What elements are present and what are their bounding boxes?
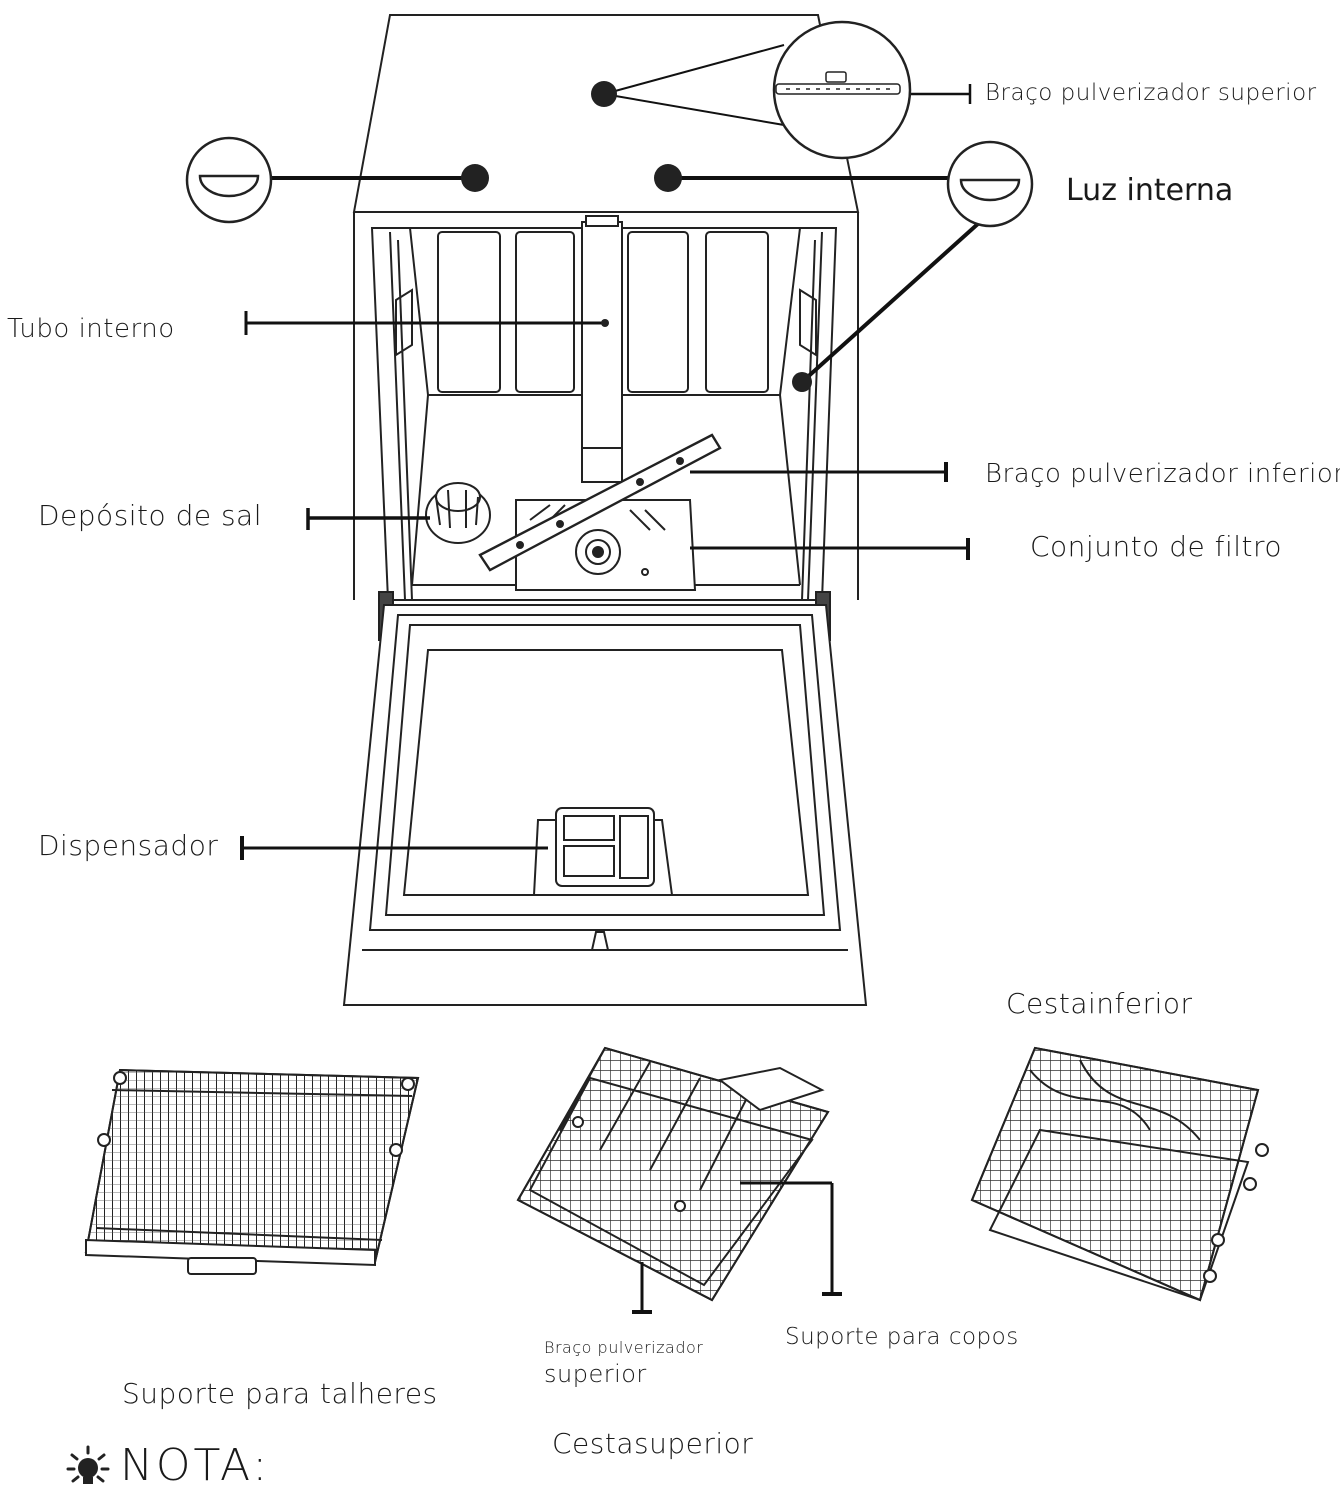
label-cutlery-rack: Suporte para talheres [122, 1377, 438, 1410]
upper-basket-callouts [632, 1181, 842, 1314]
callout-lines [240, 44, 982, 860]
cutlery-rack-illustration [84, 1068, 420, 1275]
dishwasher-body [342, 14, 868, 1006]
upper-spray-arm-magnifier [772, 20, 912, 160]
lower-basket-illustration [970, 1046, 1269, 1302]
label-lower-spray-arm: Braço pulverizador inferior [985, 459, 1340, 489]
label-cup-rack: Suporte para copos [785, 1324, 1019, 1350]
callout-dots [461, 81, 812, 392]
upper-basket-illustration [516, 1046, 830, 1302]
label-filter-assembly: Conjunto de filtro [1030, 530, 1283, 563]
lightbulb-icon [66, 1445, 110, 1484]
internal-light-icon-left [185, 136, 273, 224]
label-upper-basket: Cestasuperior [552, 1427, 754, 1460]
label-internal-tube: Tubo interno [7, 314, 175, 344]
label-salt-container: Depósito de sal [38, 499, 262, 532]
label-upper-spray-arm-small-2: superior [544, 1360, 647, 1388]
label-upper-spray-arm: Braço pulverizador superior [985, 80, 1317, 106]
label-lower-basket: Cestainferior [1006, 987, 1193, 1020]
label-internal-light: Luz interna [1066, 173, 1234, 208]
note-label: NOTA: [120, 1440, 271, 1491]
internal-light-icon-right [946, 140, 1034, 228]
label-dispenser: Dispensador [38, 829, 219, 862]
note-heading: NOTA: [66, 1440, 270, 1491]
label-upper-spray-arm-small: Braço pulverizador [544, 1338, 704, 1357]
